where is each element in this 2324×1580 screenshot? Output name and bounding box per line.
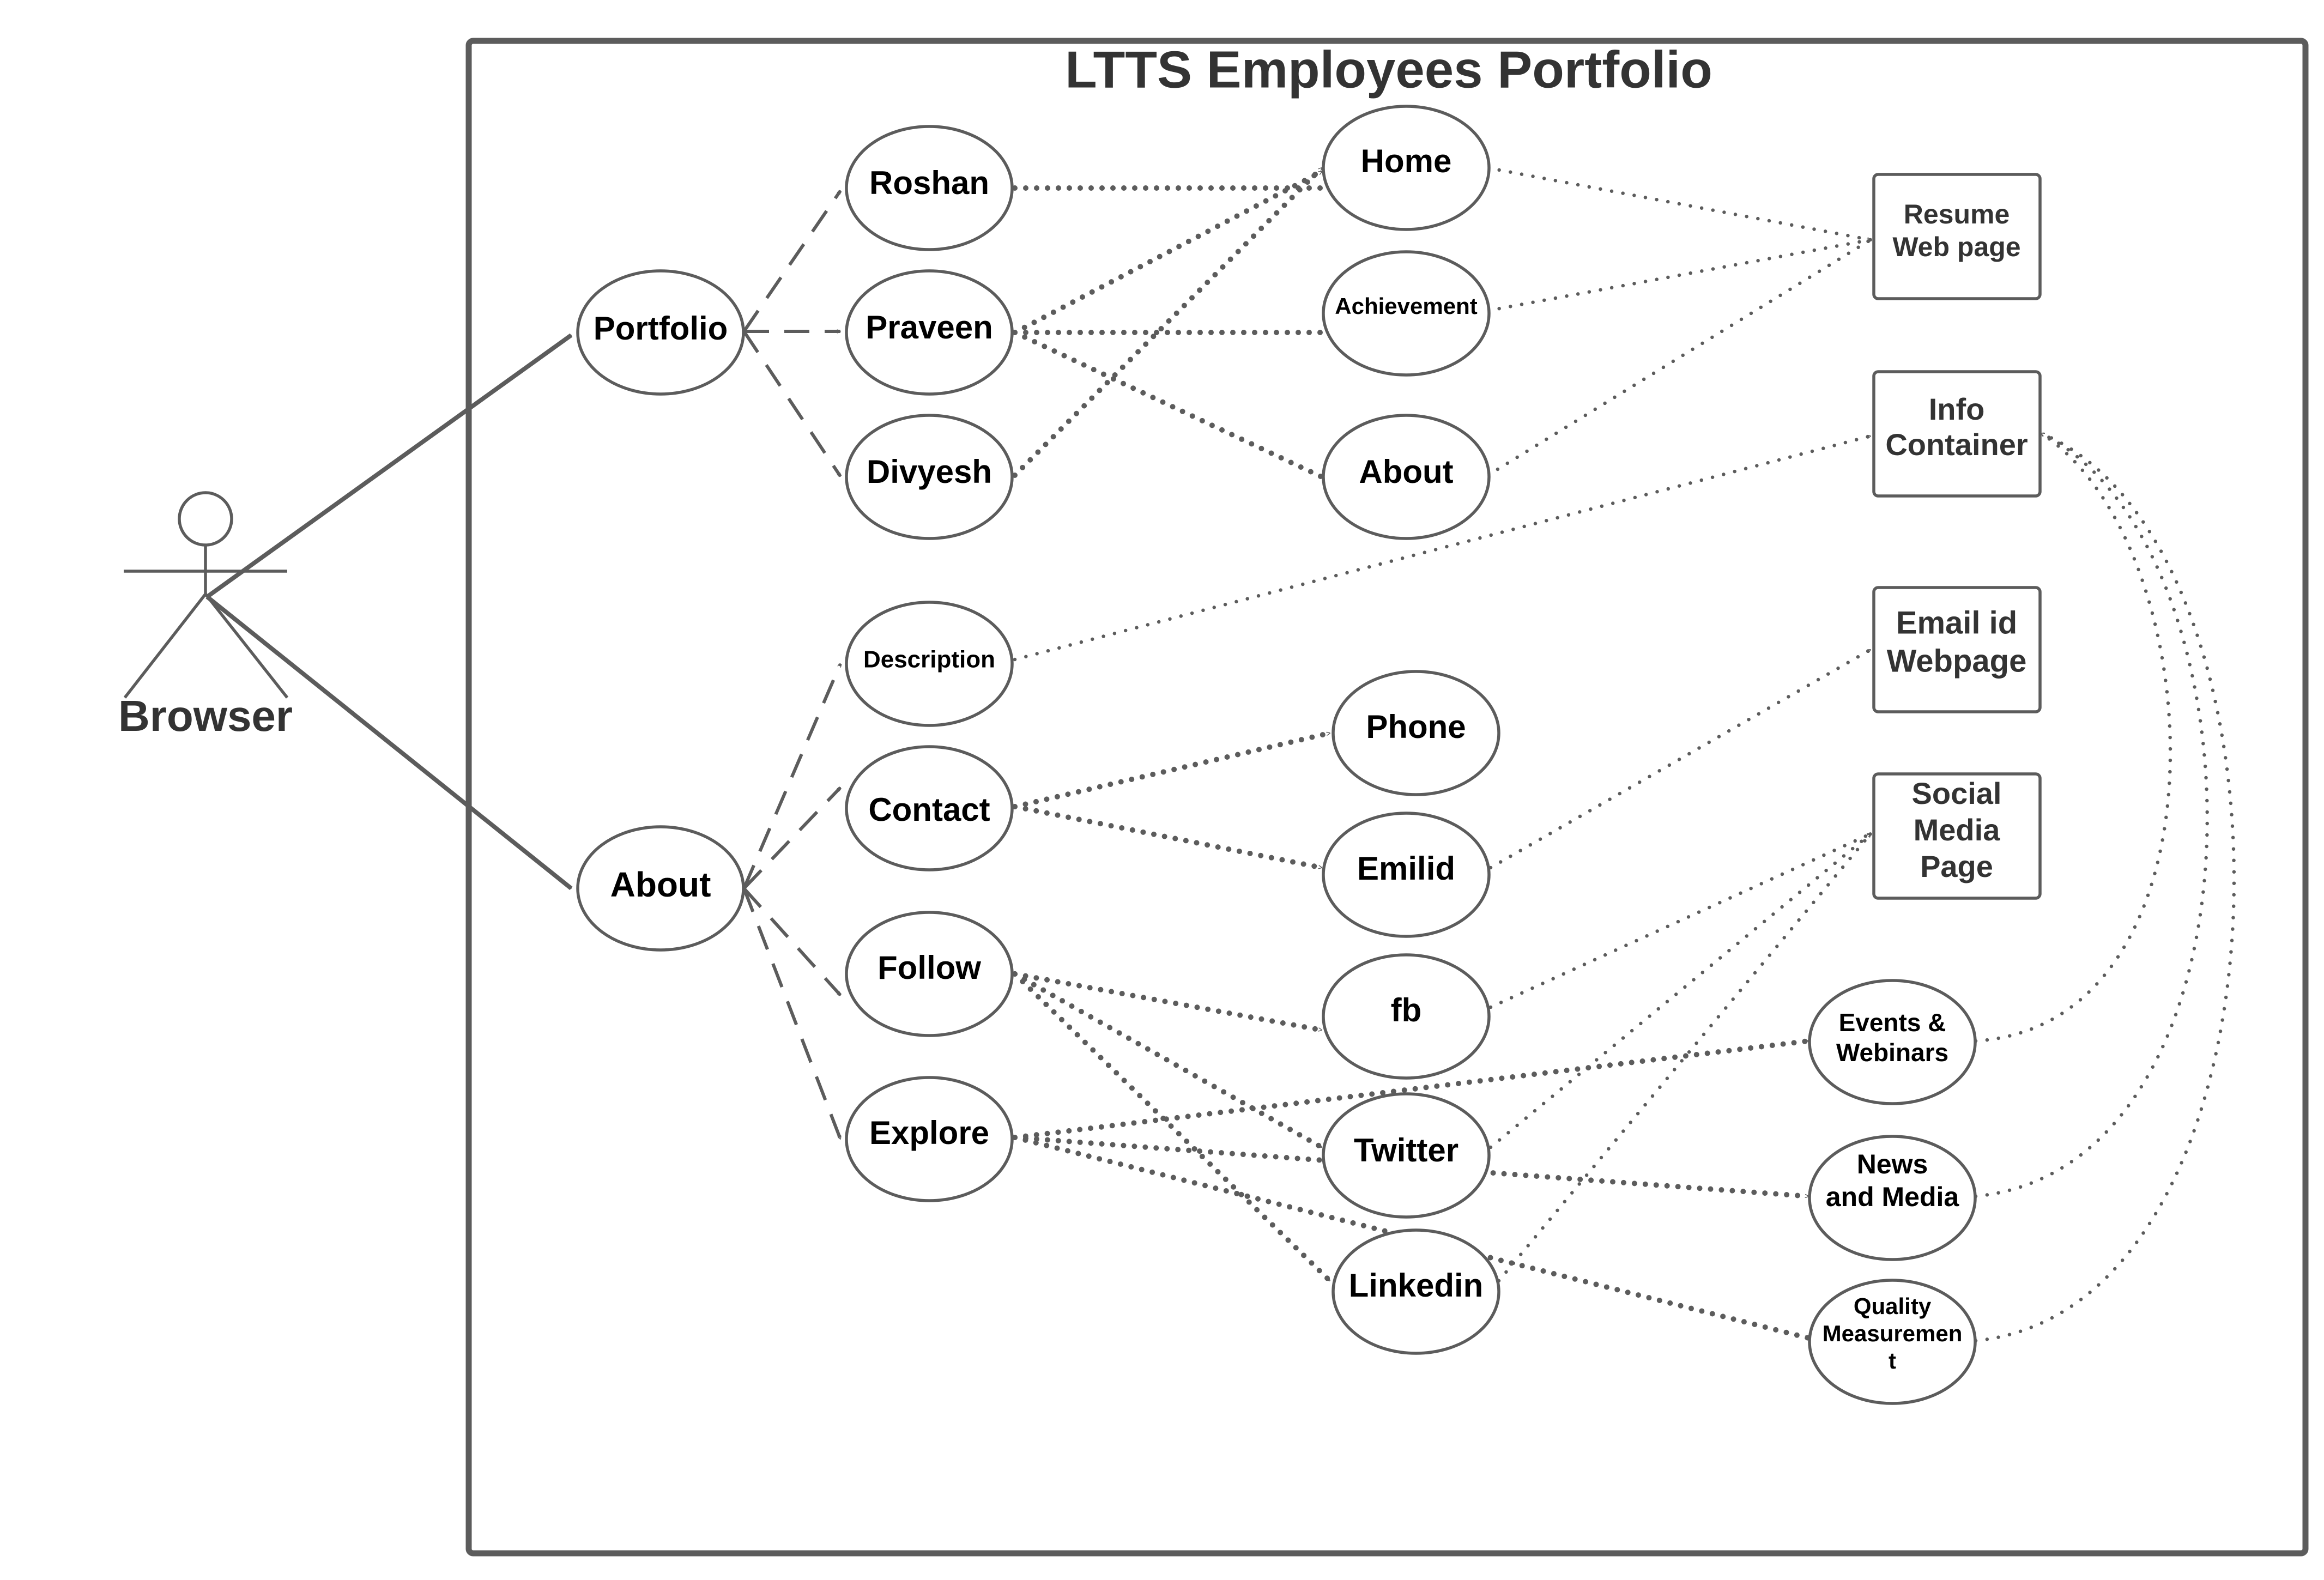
use-case-events-webinars[interactable]: Events & Webinars xyxy=(1808,979,1977,1105)
dash-about-explore xyxy=(742,887,842,1139)
actor-browser: Browser xyxy=(118,491,293,740)
dash-about-description xyxy=(742,664,842,889)
pages: Resume Web page Info Container Email id … xyxy=(1872,173,2042,900)
dot-home-resume xyxy=(1486,166,1873,242)
actor-label: Browser xyxy=(118,692,293,740)
use-case-label-line2: and Media xyxy=(1826,1182,1960,1212)
use-case-label: Contact xyxy=(868,791,990,828)
use-case-label-line1: News xyxy=(1857,1149,1928,1179)
use-case-label-line1: Events & xyxy=(1839,1008,1946,1037)
use-case-label: Explore xyxy=(869,1115,989,1151)
use-case-contact[interactable]: Contact xyxy=(845,745,1014,871)
page-label-line1: Info xyxy=(1929,392,1985,426)
actor-head xyxy=(178,491,233,547)
use-case-label: Home xyxy=(1361,143,1452,179)
use-case-phone[interactable]: Phone xyxy=(1332,670,1500,796)
assoc-browser-about xyxy=(205,595,573,891)
page-label-line2: Container xyxy=(1885,427,2028,462)
use-case-label: Twitter xyxy=(1354,1132,1458,1169)
use-case-quality-measurement[interactable]: Quality Measuremen t xyxy=(1808,1279,1977,1405)
dot-contact-emilid xyxy=(1012,804,1324,870)
use-case-divyesh[interactable]: Divyesh xyxy=(845,414,1014,540)
dot-news-info xyxy=(1974,431,2209,1198)
dash-about-contact xyxy=(742,786,842,890)
dot-follow-linkedin xyxy=(1012,971,1333,1284)
actor-leg-left xyxy=(123,593,207,699)
dash-portfolio-roshan xyxy=(742,191,842,332)
use-case-label: Description xyxy=(863,646,995,673)
use-case-label: Linkedin xyxy=(1349,1267,1484,1304)
dot-events-info xyxy=(1974,431,2172,1043)
use-case-label: Phone xyxy=(1366,709,1466,745)
use-case-label: About xyxy=(1359,453,1453,490)
dot-emilid-email xyxy=(1488,647,1873,870)
use-case-label: About xyxy=(610,865,711,904)
page-info-container[interactable]: Info Container xyxy=(1872,370,2042,498)
page-social-media-page[interactable]: Social Media Page xyxy=(1872,772,2042,900)
page-label-line1: Social xyxy=(1912,776,2002,810)
use-case-emilid[interactable]: Emilid xyxy=(1322,812,1491,938)
use-case-label-line3: t xyxy=(1889,1348,1896,1373)
connections xyxy=(205,165,2236,1343)
page-label-line1: Email id xyxy=(1896,605,2017,640)
page-label-line2: Media xyxy=(1914,813,2001,847)
page-email-id-webpage[interactable]: Email id Webpage xyxy=(1872,586,2042,713)
page-label-line3: Page xyxy=(1920,849,1993,883)
use-case-about-page[interactable]: About xyxy=(1322,414,1491,540)
dash-about-follow xyxy=(742,887,842,997)
use-case-label-line2: Webinars xyxy=(1836,1038,1948,1067)
use-case-praveen[interactable]: Praveen xyxy=(845,269,1014,396)
actor-leg-right xyxy=(204,593,289,699)
use-case-label: Divyesh xyxy=(867,453,992,490)
use-case-achievement[interactable]: Achievement xyxy=(1322,250,1491,377)
dot-achievement-resume xyxy=(1486,238,1873,313)
page-label-line1: Resume xyxy=(1904,199,2010,229)
assoc-browser-portfolio xyxy=(205,333,573,599)
use-cases: Portfolio About Roshan Praveen Divyesh D… xyxy=(576,105,1977,1405)
use-case-explore[interactable]: Explore xyxy=(845,1076,1014,1202)
use-case-label: Praveen xyxy=(866,309,993,346)
use-case-label-line1: Quality xyxy=(1854,1293,1932,1319)
diagram-title: LTTS Employees Portfolio xyxy=(1065,40,1712,99)
dot-explore-events xyxy=(1012,1038,1811,1140)
use-case-fb[interactable]: fb xyxy=(1322,953,1491,1080)
use-case-follow[interactable]: Follow xyxy=(845,911,1014,1037)
page-label-line2: Webpage xyxy=(1887,643,2027,679)
page-resume-web-page[interactable]: Resume Web page xyxy=(1872,173,2042,300)
dot-explore-news xyxy=(1012,1135,1811,1199)
use-case-news-media[interactable]: News and Media xyxy=(1808,1135,1977,1261)
use-case-twitter[interactable]: Twitter xyxy=(1322,1092,1491,1219)
use-case-label: fb xyxy=(1391,992,1422,1028)
dot-fb-social xyxy=(1488,832,1873,1009)
dash-portfolio-divyesh xyxy=(742,330,842,476)
dot-follow-fb xyxy=(1012,971,1324,1033)
use-case-portfolio[interactable]: Portfolio xyxy=(576,269,745,396)
dot-praveen-home xyxy=(1012,169,1324,335)
dot-description-info xyxy=(1013,434,1873,662)
dot-follow-twitter xyxy=(1012,971,1324,1150)
use-case-label: Emilid xyxy=(1357,850,1455,887)
dot-contact-phone xyxy=(1012,730,1333,809)
use-case-label: Portfolio xyxy=(594,310,728,347)
dot-quality-info xyxy=(1974,431,2236,1343)
dot-twitter-social xyxy=(1488,832,1873,1149)
page-label-line2: Web page xyxy=(1892,232,2020,262)
use-case-label: Achievement xyxy=(1335,293,1477,319)
use-case-roshan[interactable]: Roshan xyxy=(845,125,1014,251)
use-case-label: Follow xyxy=(877,949,981,986)
use-case-label-line2: Measuremen xyxy=(1823,1321,1963,1346)
use-case-about[interactable]: About xyxy=(576,825,745,952)
dot-divyesh-home xyxy=(1012,165,1324,478)
use-case-label: Roshan xyxy=(869,165,989,201)
use-case-home[interactable]: Home xyxy=(1322,105,1491,231)
system-boundary xyxy=(465,38,2309,1557)
dot-praveen-about xyxy=(1012,330,1324,480)
use-case-description[interactable]: Description xyxy=(845,601,1014,727)
use-case-linkedin[interactable]: Linkedin xyxy=(1332,1228,1500,1355)
